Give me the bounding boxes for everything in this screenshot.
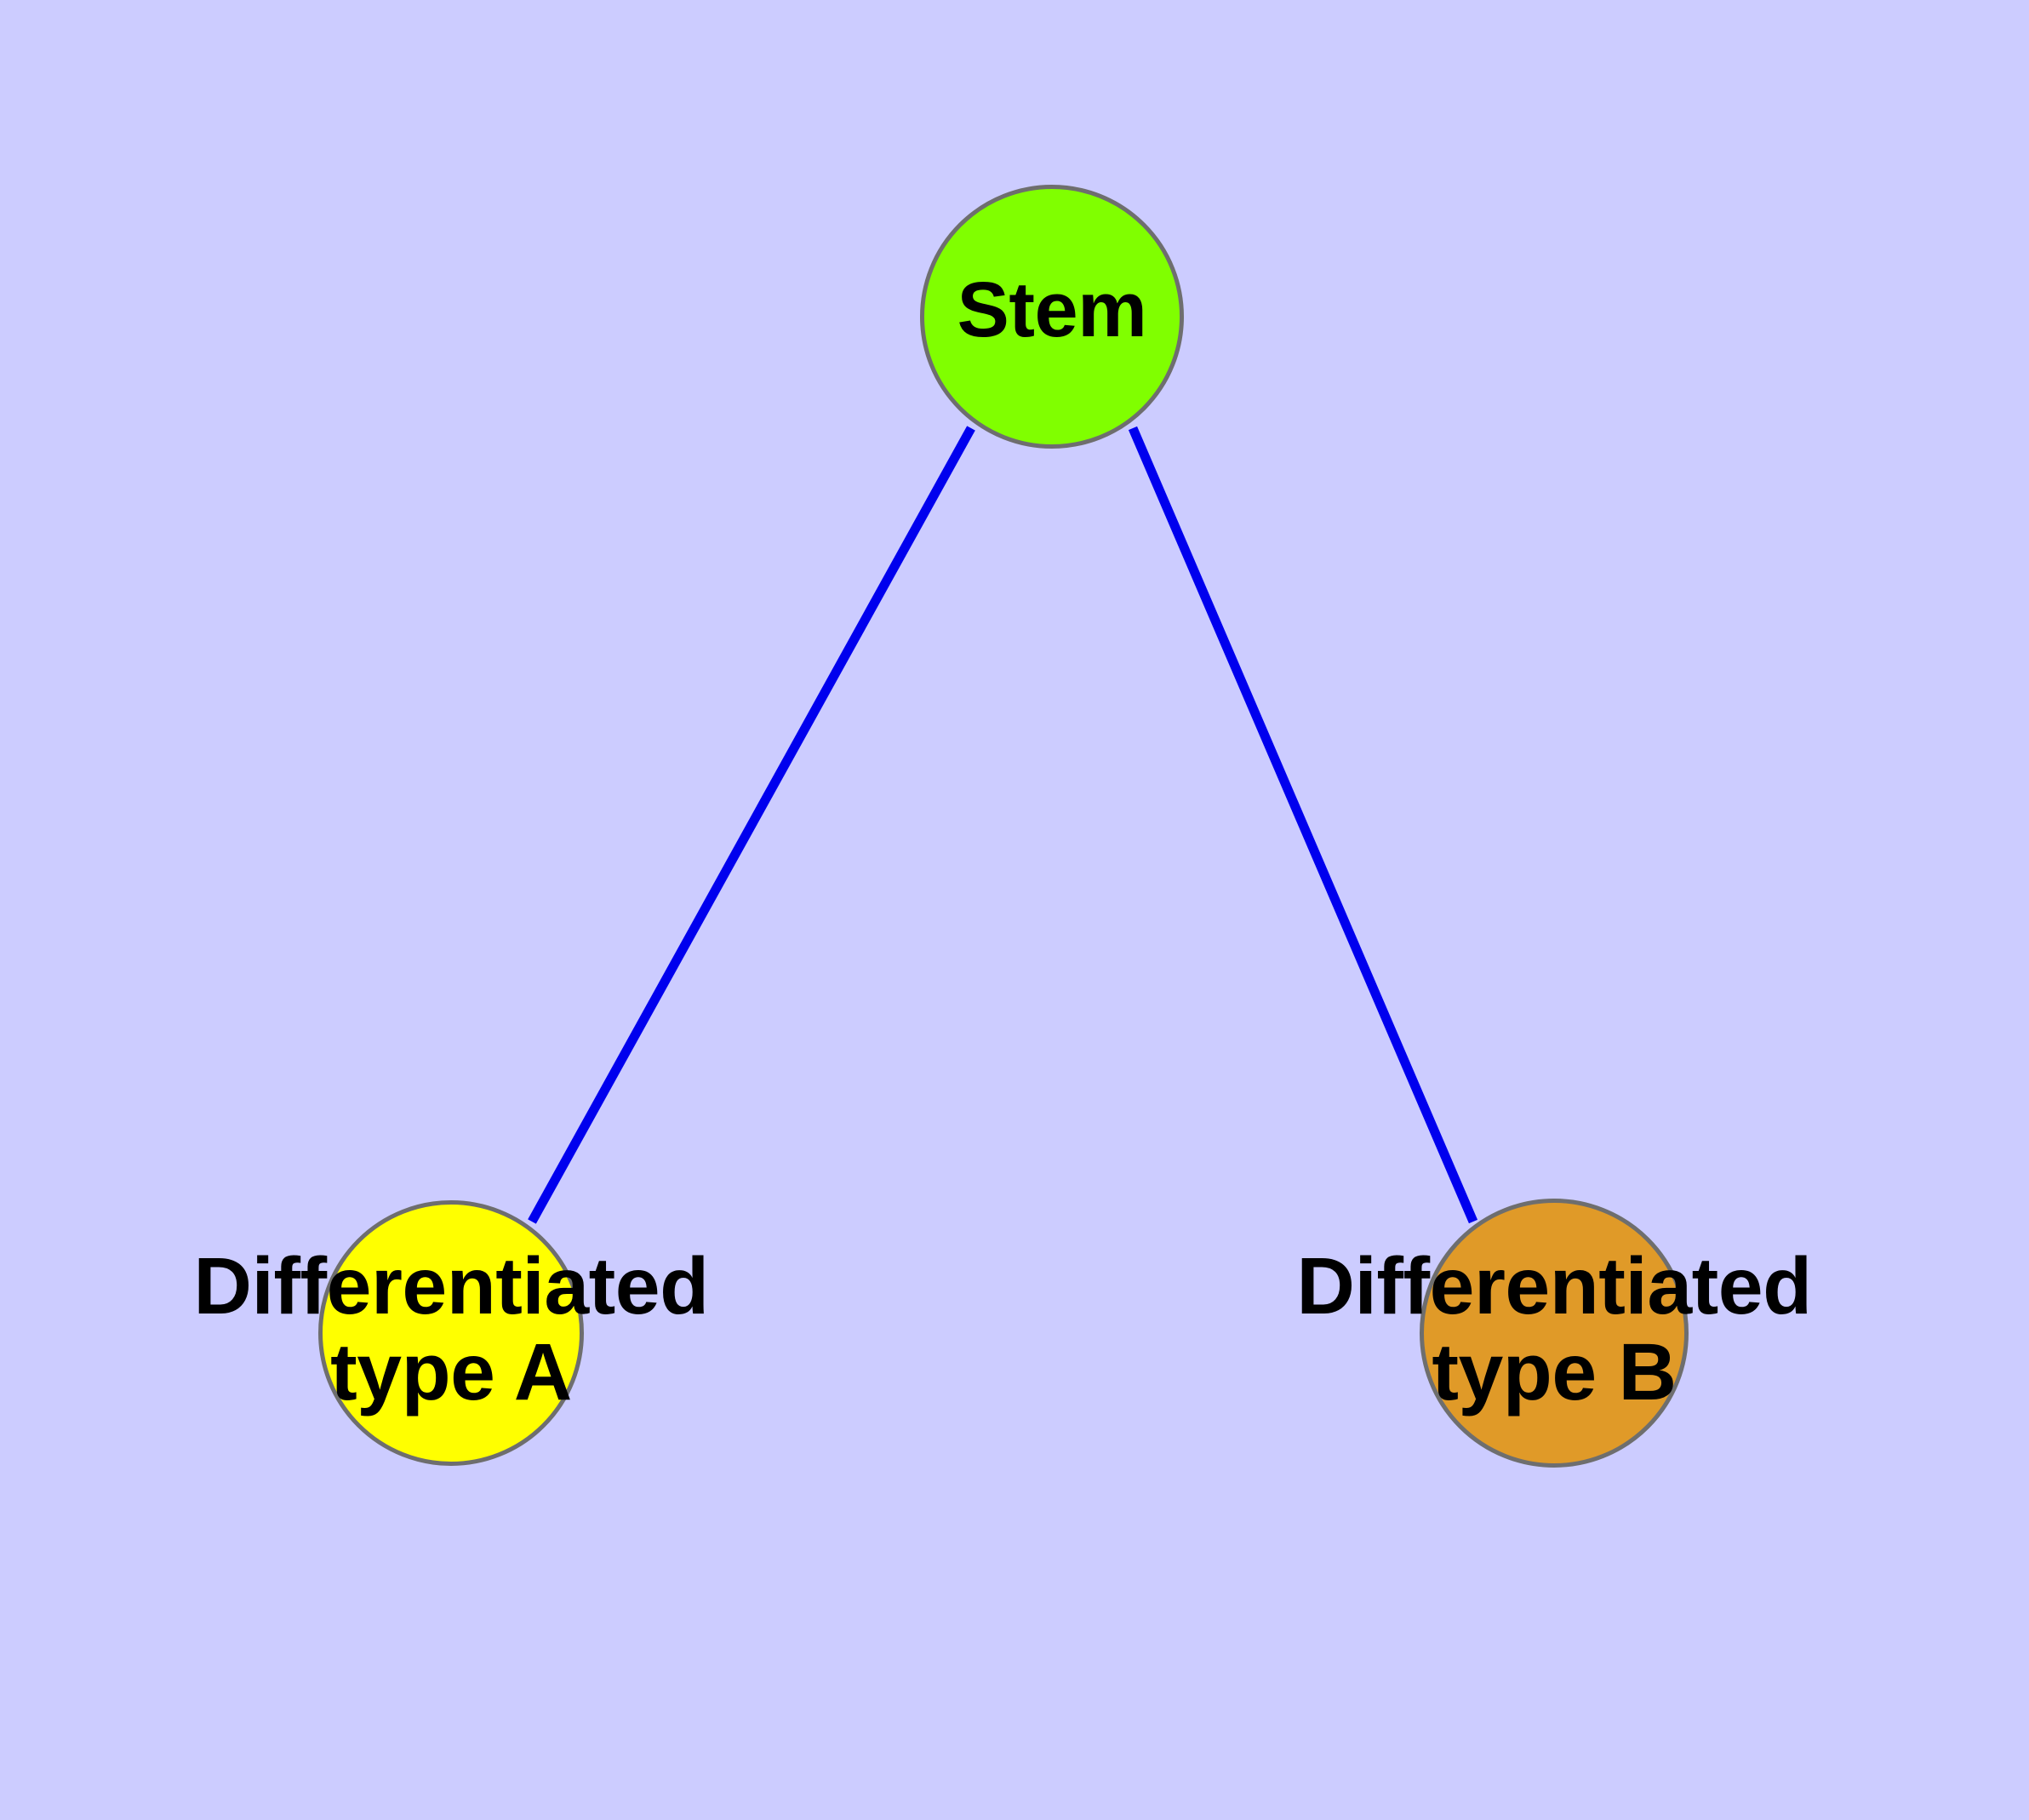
node-stem[interactable] — [920, 185, 1184, 449]
edge-layer — [528, 426, 1478, 1224]
edge-stem-to-differentiated-type-a[interactable] — [528, 426, 975, 1224]
node-differentiated-type-a[interactable] — [318, 1200, 584, 1466]
node-layer — [318, 185, 1689, 1468]
node-differentiated-type-b[interactable] — [1420, 1199, 1689, 1468]
edge-stem-to-differentiated-type-b[interactable] — [1128, 426, 1478, 1224]
